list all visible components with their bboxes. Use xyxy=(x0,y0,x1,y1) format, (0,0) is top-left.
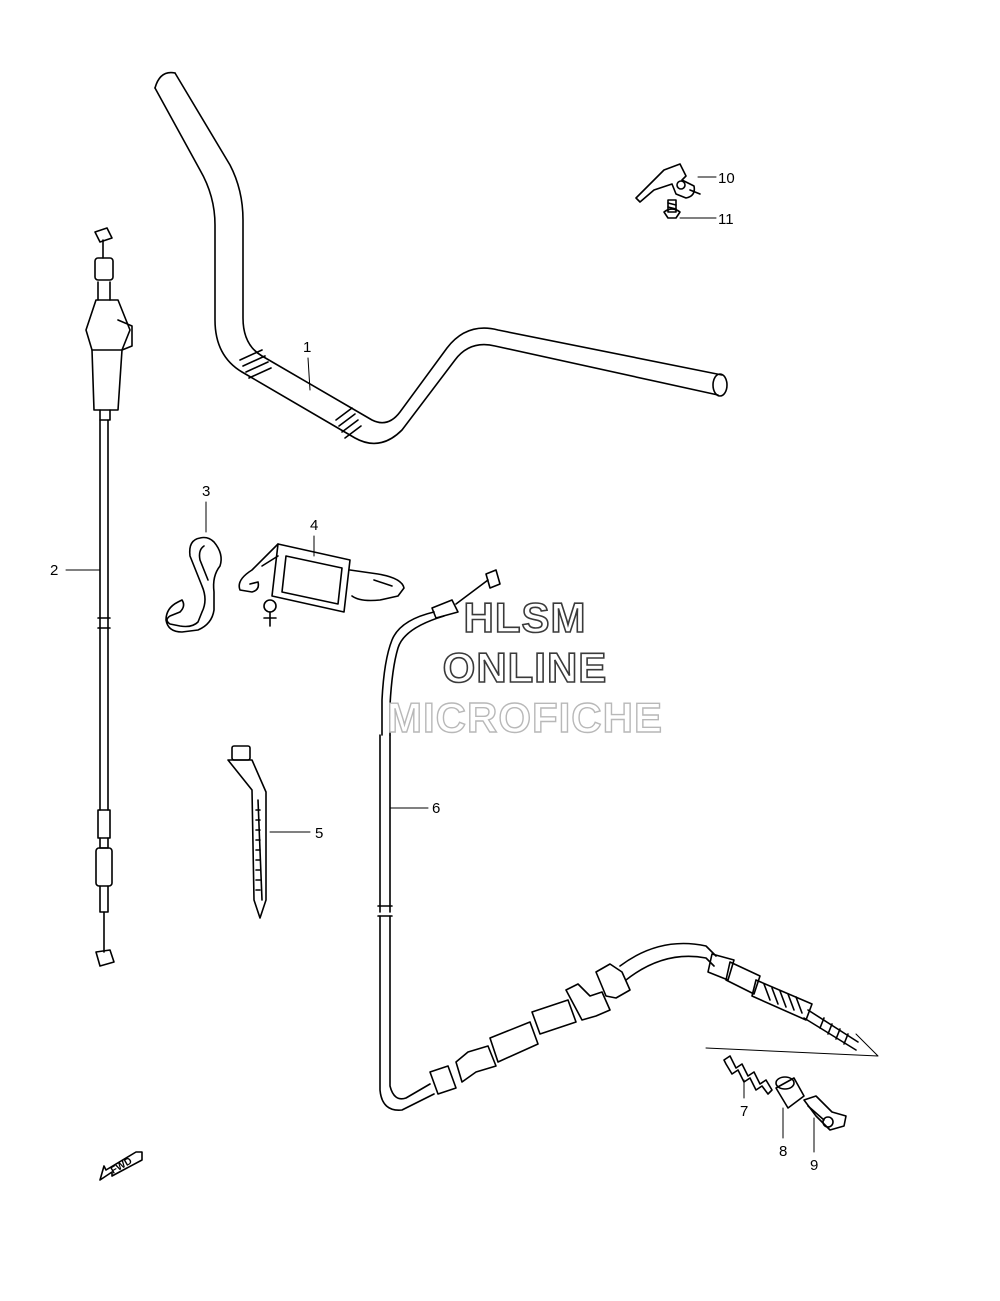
bracket xyxy=(635,163,701,203)
leader-1 xyxy=(307,357,311,391)
callout-7: 7 xyxy=(740,1103,748,1120)
callout-2: 2 xyxy=(50,562,58,579)
cable-tie xyxy=(227,745,267,919)
clip xyxy=(165,536,222,633)
callout-8: 8 xyxy=(779,1143,787,1160)
callout-1: 1 xyxy=(303,339,311,356)
callout-9: 9 xyxy=(810,1157,818,1174)
brake-cable xyxy=(377,569,859,1111)
callout-6: 6 xyxy=(432,800,440,817)
fwd-label: FWD xyxy=(109,1156,134,1177)
screw xyxy=(663,199,681,219)
fwd-arrow-icon xyxy=(99,1151,143,1181)
assembly-guide-lines xyxy=(705,1033,879,1057)
watermark-line-3: MICROFICHE xyxy=(386,693,663,741)
spring xyxy=(723,1055,773,1095)
callout-3: 3 xyxy=(202,483,210,500)
throttle-cable xyxy=(85,227,133,967)
adjuster-sleeve xyxy=(775,1076,805,1109)
handlebar xyxy=(154,71,728,445)
callout-4: 4 xyxy=(310,517,318,534)
callout-5: 5 xyxy=(315,825,323,842)
guide-bracket xyxy=(238,543,405,627)
watermark-line-1: HLSM xyxy=(463,593,587,642)
watermark-line-2: ONLINE xyxy=(442,643,608,692)
callout-11: 11 xyxy=(718,211,734,228)
holder xyxy=(803,1095,847,1131)
callout-10: 10 xyxy=(718,170,735,187)
